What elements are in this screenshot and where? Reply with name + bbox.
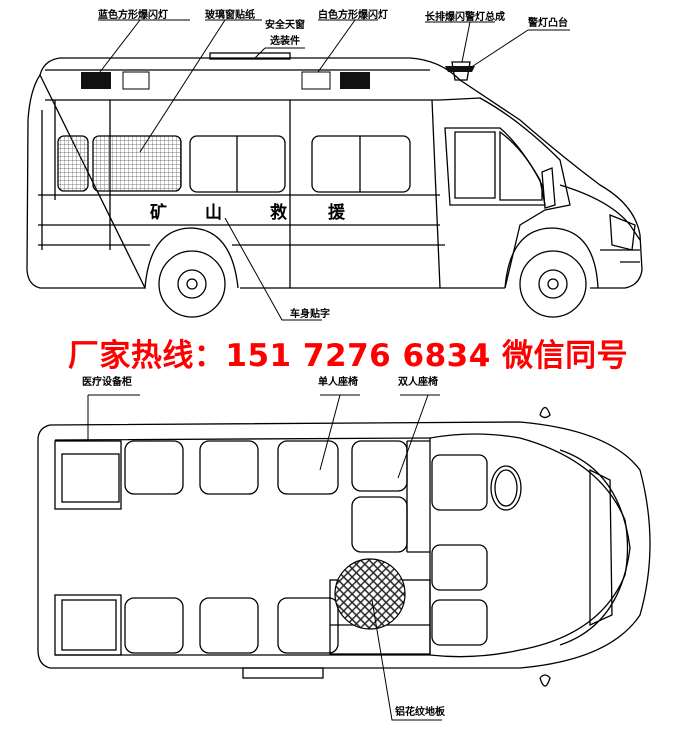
label-double-seat: 双人座椅 xyxy=(398,375,438,388)
body-char-2: 山 xyxy=(205,203,222,223)
label-long-bar: 长排爆闪警灯总成 xyxy=(425,10,505,23)
label-body-text: 车身贴字 xyxy=(290,307,330,320)
label-white-flash: 白色方形爆闪灯 xyxy=(318,8,388,21)
hotline-banner: 厂家热线：151 7276 6834 微信同号 xyxy=(67,338,629,374)
blue-flash-lamp-white xyxy=(122,71,150,90)
white-flash-lamp xyxy=(301,71,331,90)
top-view xyxy=(37,406,651,687)
body-char-4: 援 xyxy=(328,202,346,223)
body-char-3: 救 xyxy=(270,202,287,223)
blue-flash-lamp xyxy=(81,72,111,89)
label-blue-flash: 蓝色方形爆闪灯 xyxy=(98,8,168,21)
glass-film-window-1 xyxy=(57,135,89,192)
label-beacon: 警灯凸台 xyxy=(527,16,568,29)
label-single-seat: 单人座椅 xyxy=(318,375,358,388)
glass-film-window-2 xyxy=(92,135,182,192)
body-char-1: 矿 xyxy=(150,202,167,223)
top-leaders xyxy=(87,394,442,721)
white-flash-lamp-dark xyxy=(340,72,370,89)
light-bar xyxy=(445,66,475,72)
side-leaders xyxy=(98,19,570,321)
label-skylight-2: 选装件 xyxy=(270,34,300,47)
label-medical-cabinet: 医疗设备柜 xyxy=(82,375,132,388)
side-view xyxy=(26,52,643,318)
label-skylight-1: 安全天窗 xyxy=(265,18,305,31)
aluminum-floor-plate xyxy=(334,558,406,630)
label-glass-film: 玻璃窗贴纸 xyxy=(205,8,255,21)
label-floor: 铝花纹地板 xyxy=(395,705,446,718)
